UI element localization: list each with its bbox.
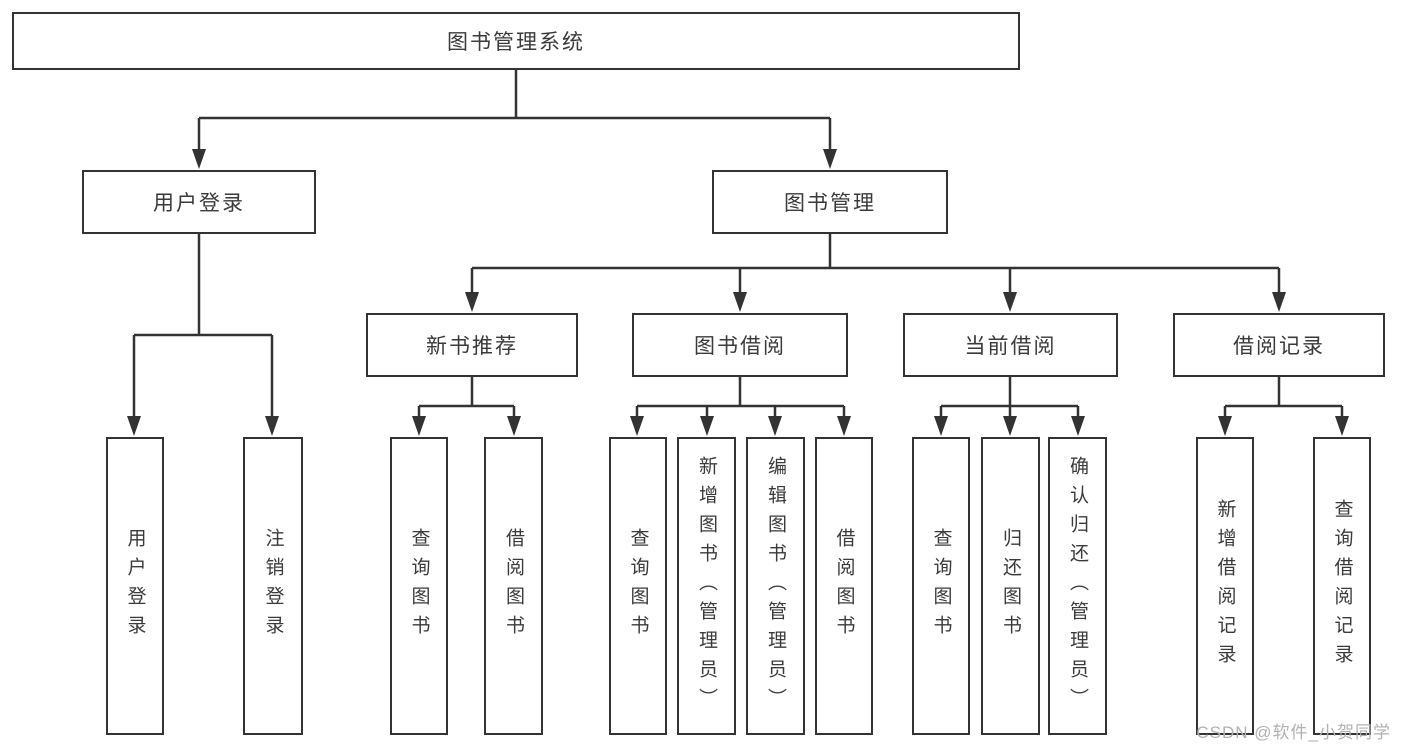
node-user-login: 用户登录 (82, 170, 316, 234)
arrowhead (823, 149, 837, 169)
node-current-borrowing: 当前借阅 (903, 313, 1118, 377)
node-book-borrowing: 图书借阅 (632, 313, 848, 377)
arrowhead (733, 292, 747, 312)
arrowhead (1272, 292, 1286, 312)
arrowhead (1003, 416, 1017, 436)
connector-root-to-level1 (197, 69, 832, 151)
connector-newbookrec-to-leaves (417, 377, 516, 418)
arrowhead (700, 416, 714, 436)
connector-borrowrecords-to-leaves (1223, 377, 1344, 418)
arrowhead (768, 416, 782, 436)
leaf-return-books: 归还图书 (981, 437, 1040, 735)
leaf-logout: 注销登录 (243, 437, 303, 735)
leaf-query-borrow-record: 查询借阅记录 (1313, 437, 1371, 735)
node-borrow-records: 借阅记录 (1173, 313, 1385, 377)
node-new-book-recommend: 新书推荐 (366, 313, 578, 377)
arrowhead (127, 416, 141, 436)
csdn-watermark: CSDN @软件_小贺同学 (1196, 723, 1391, 742)
leaf-borrow-books: 借阅图书 (815, 437, 873, 735)
node-root-library-system: 图书管理系统 (12, 12, 1020, 70)
arrowhead (837, 416, 851, 436)
leaf-borrow-books-recommend: 借阅图书 (484, 437, 543, 735)
arrowhead (465, 292, 479, 312)
arrowhead (192, 149, 206, 169)
arrowhead (1003, 292, 1017, 312)
node-book-management: 图书管理 (712, 170, 948, 234)
leaf-user-login: 用户登录 (106, 437, 164, 735)
connector-bookmgmt-to-level2 (470, 234, 1281, 294)
arrowhead (630, 416, 644, 436)
arrowhead (265, 416, 279, 436)
arrowhead (934, 416, 948, 436)
leaf-query-books-current: 查询图书 (912, 437, 970, 735)
arrowhead (1218, 416, 1232, 436)
arrowhead (507, 416, 521, 436)
leaf-query-books-borrowing: 查询图书 (609, 437, 667, 735)
arrowhead (412, 416, 426, 436)
leaf-confirm-return-admin: 确认归还（管理员） (1048, 437, 1107, 735)
arrowhead (1335, 416, 1349, 436)
leaf-query-books-recommend: 查询图书 (390, 437, 448, 735)
leaf-add-books-admin: 新增图书（管理员） (677, 437, 736, 735)
connector-bookborrow-to-leaves (635, 377, 846, 418)
connector-userlogin-to-leaves (132, 234, 274, 418)
leaf-add-borrow-record: 新增借阅记录 (1196, 437, 1254, 735)
leaf-edit-books-admin: 编辑图书（管理员） (746, 437, 805, 735)
connector-currentborrow-to-leaves (939, 377, 1080, 418)
arrowhead (1071, 416, 1085, 436)
